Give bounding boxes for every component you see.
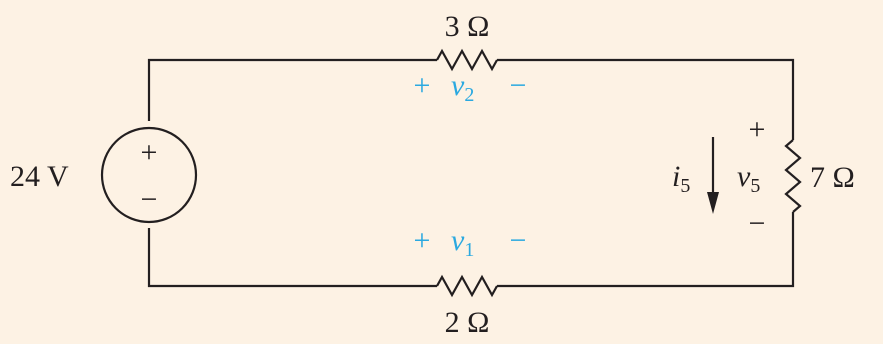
v1-label: v1	[451, 224, 474, 261]
v2-minus-sign: −	[510, 69, 527, 102]
source-value-label: 24 V	[10, 160, 69, 193]
bottom-resistor-2ohm	[436, 274, 498, 298]
source-plus-sign: +	[141, 136, 158, 169]
v5-subscript: 5	[750, 175, 760, 197]
v5-plus-sign: +	[749, 113, 766, 146]
v1-subscript: 1	[464, 239, 474, 261]
voltage-source-symbol	[100, 126, 198, 224]
i5-label: i5	[672, 160, 690, 197]
v2-var: v	[451, 69, 465, 102]
v1-minus-sign: −	[510, 224, 527, 257]
top-resistor-3ohm	[436, 48, 498, 72]
bottom-right-wire	[497, 212, 795, 288]
bottom-resistor-label: 2 Ω	[445, 306, 490, 339]
right-resistor-label: 7 Ω	[810, 161, 855, 194]
top-left-wire	[147, 58, 437, 121]
v2-plus-sign: +	[414, 69, 431, 102]
top-resistor-label: 3 Ω	[445, 10, 490, 43]
v1-plus-sign: +	[414, 224, 431, 257]
v1-var: v	[451, 224, 465, 257]
bottom-left-wire	[147, 228, 437, 288]
i5-subscript: 5	[680, 175, 690, 197]
top-right-wire	[497, 58, 795, 140]
v2-subscript: 2	[464, 84, 474, 106]
i5-var: i	[672, 160, 680, 193]
v5-label: v5	[737, 160, 760, 197]
v2-label: v2	[451, 69, 474, 106]
i5-current-arrow	[707, 137, 719, 214]
v5-minus-sign: −	[749, 207, 766, 240]
wires	[147, 58, 795, 288]
right-resistor-7ohm	[784, 139, 802, 213]
source-minus-sign: −	[141, 183, 158, 216]
v5-var: v	[737, 160, 751, 193]
